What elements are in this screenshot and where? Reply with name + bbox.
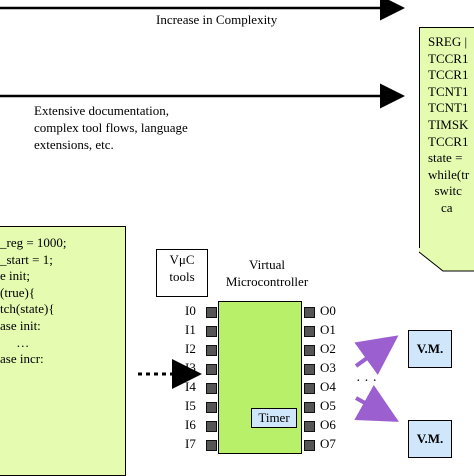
output-pin: [304, 421, 315, 432]
input-pin-label: I6: [185, 417, 196, 432]
output-pin: [304, 383, 315, 394]
output-pin-label: O5: [320, 398, 336, 413]
chip-title: Virtual Microcontroller: [225, 257, 309, 289]
input-pin-label: I2: [185, 341, 196, 356]
input-pin: [206, 440, 217, 451]
note-fold-corner: [419, 248, 474, 272]
output-pin: [304, 307, 315, 318]
input-pin-label: I4: [185, 379, 196, 394]
complexity-label: Increase in Complexity: [156, 12, 278, 27]
output-pin: [304, 402, 315, 413]
output-pin-label: O6: [320, 417, 336, 432]
output-pin: [304, 440, 315, 451]
input-pin: [206, 364, 217, 375]
output-pin-label: O0: [320, 303, 336, 318]
vm-ellipsis: · · ·: [356, 374, 377, 389]
vuc-tools-box: VμC tools: [156, 249, 208, 297]
output-arrow-up: [354, 335, 399, 375]
code-note-left: _reg = 1000; _start = 1; e init; (true){…: [0, 226, 126, 476]
output-pin-label: O4: [320, 379, 336, 394]
input-pin: [206, 345, 217, 356]
input-pin-label: I7: [185, 436, 196, 451]
input-pin: [206, 421, 217, 432]
input-pin-label: I3: [185, 360, 196, 375]
input-pin: [206, 383, 217, 394]
vm-box-bottom: V.M.: [408, 420, 452, 458]
vm-box-top: V.M.: [408, 330, 452, 368]
output-pin-label: O1: [320, 322, 336, 337]
output-pin-label: O2: [320, 341, 336, 356]
input-pin: [206, 326, 217, 337]
output-pin-label: O3: [320, 360, 336, 375]
output-arrow-down: [354, 384, 399, 422]
vuc-tools-label: VμC tools: [169, 252, 195, 284]
microcontroller-chip: Timer: [218, 301, 302, 454]
code-note-right: SREG | TCCR1 TCCR1 TCNT1 TCNT1 TIMSK TCC…: [419, 27, 474, 253]
timer-block: Timer: [251, 408, 297, 428]
input-pin-label: I5: [185, 398, 196, 413]
output-pin: [304, 326, 315, 337]
input-pin: [206, 307, 217, 318]
output-pin-label: O7: [320, 436, 336, 451]
input-pin: [206, 402, 217, 413]
output-pin: [304, 345, 315, 356]
documentation-label: Extensive documentation, complex tool fl…: [34, 103, 188, 152]
input-pin-label: I0: [185, 303, 196, 318]
output-pin: [304, 364, 315, 375]
input-pin-label: I1: [185, 322, 196, 337]
